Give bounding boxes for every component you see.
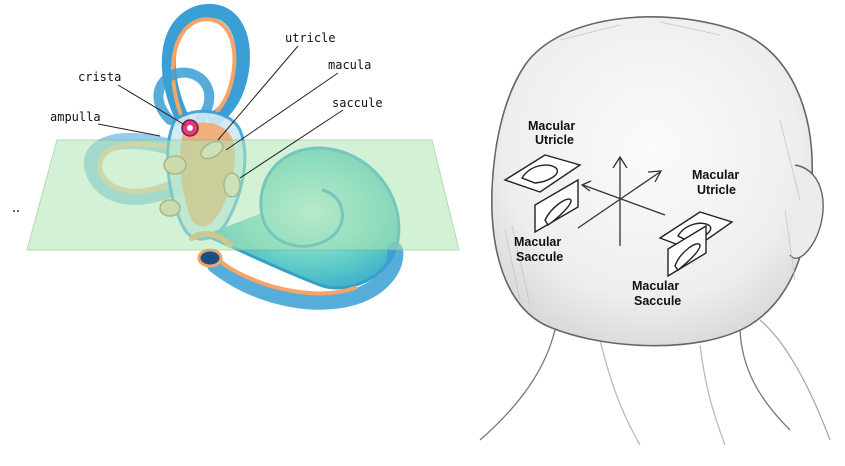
head-diagram: Macular Utricle Macular Saccule Macular … xyxy=(479,16,831,446)
hatching-strokes xyxy=(504,21,801,306)
left-saccule-macula-plate xyxy=(534,178,579,234)
right-saccule-macula-plate xyxy=(667,224,707,278)
leader-lines xyxy=(97,45,344,179)
svg-text:Utricle: Utricle xyxy=(697,183,736,197)
ampulla-label: ampulla xyxy=(50,110,101,124)
posterior-semicircular-canal xyxy=(153,67,215,127)
left-macular-utricle-label: Macular Utricle xyxy=(528,119,575,147)
macula-label: macula xyxy=(328,58,371,72)
horizontal-plane xyxy=(26,139,460,251)
crista-label: crista xyxy=(78,70,121,84)
saccule-leader-line xyxy=(239,109,344,179)
svg-text:Saccule: Saccule xyxy=(516,250,563,264)
macula-leader-line xyxy=(225,72,339,151)
left-utricle-macula-plate xyxy=(503,154,582,193)
right-macular-saccule-label: Macular Saccule xyxy=(632,279,681,308)
svg-text:Macular: Macular xyxy=(514,235,561,249)
crista-structure xyxy=(181,119,199,137)
transverse-axis xyxy=(582,184,666,216)
svg-text:Macular: Macular xyxy=(692,168,739,182)
head-outline xyxy=(491,16,814,347)
utricle-leader-line xyxy=(217,45,299,141)
ear-sketch xyxy=(789,164,824,259)
svg-text:Macular: Macular xyxy=(632,279,679,293)
left-macular-saccule-label: Macular Saccule xyxy=(514,235,563,264)
svg-text:Saccule: Saccule xyxy=(634,294,681,308)
stray-dots xyxy=(13,210,19,212)
crista-leader-line xyxy=(117,84,186,126)
axes-3d xyxy=(577,155,666,246)
inner-ear-diagram: utricle macula crista ampulla saccule xyxy=(13,3,460,310)
neck-sketch xyxy=(479,319,831,446)
svg-text:Utricle: Utricle xyxy=(535,133,574,147)
saccule-label: saccule xyxy=(332,96,383,110)
utricle-label: utricle xyxy=(285,31,336,45)
superior-semicircular-canal xyxy=(161,3,251,125)
diagonal-axis xyxy=(577,171,661,229)
right-macular-utricle-label: Macular Utricle xyxy=(692,168,739,197)
svg-text:Macular: Macular xyxy=(528,119,575,133)
ampulla-leader-line xyxy=(97,123,161,137)
